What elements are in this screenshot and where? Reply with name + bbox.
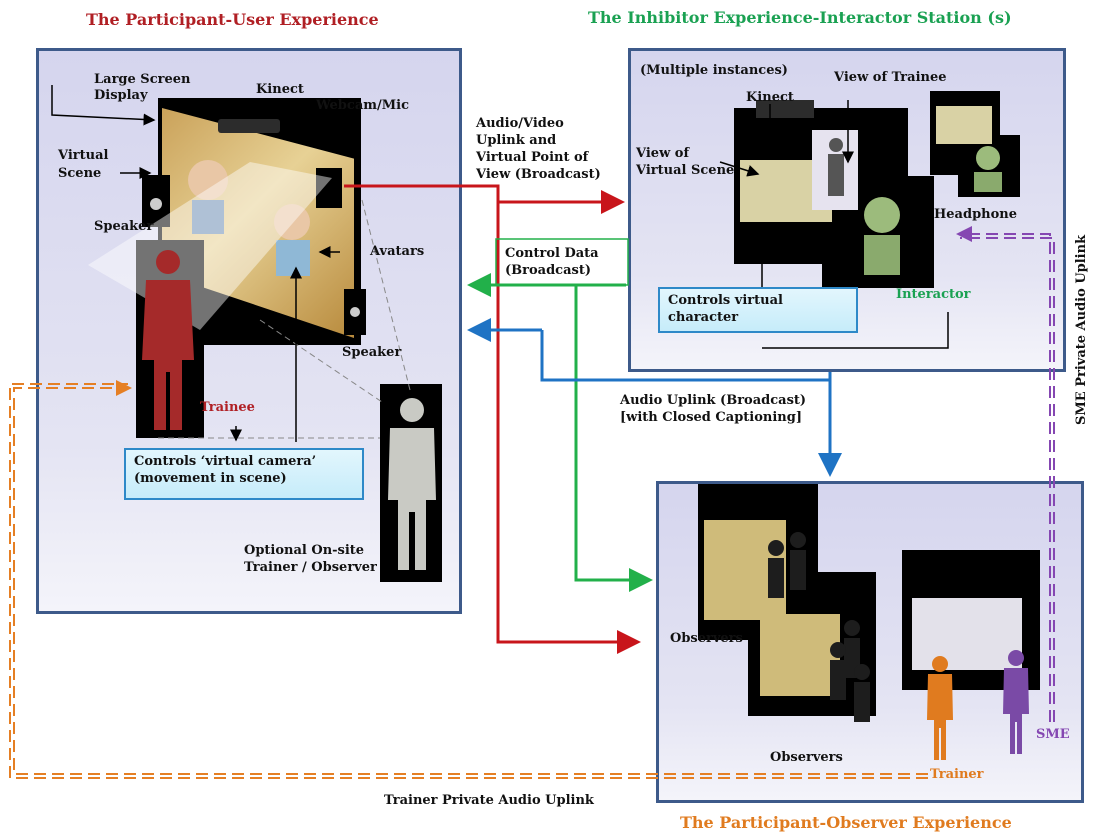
av-uplink-label-4: View (Broadcast) [476,167,601,182]
observer-silhouettes [768,532,870,722]
av-uplink-label-3: Virtual Point of [476,150,589,165]
trainer-label: Trainer [930,767,984,782]
virtual-scene-label-1: Virtual [58,148,109,163]
kinect-label: Kinect [256,82,304,97]
optional-onsite-label: Optional On-site [244,543,365,558]
interactor-label: Interactor [896,287,971,302]
controls-virtual-character-box: Controls virtual character [658,287,858,333]
trainer-private-audio-arrow [9,380,928,779]
trainee-label: Trainee [200,400,255,415]
onsite-observer-figure [388,398,436,570]
speaker-left-label: Speaker [94,219,154,234]
control-data-box [495,238,629,286]
controls-camera-line-1: Controls ‘virtual camera’ [134,454,317,469]
av-uplink-label-2: Uplink and [476,133,557,148]
observer-split-view [912,598,1022,670]
avatars-label: Avatars [370,244,425,259]
multiple-instances-label: (Multiple instances) [640,63,788,78]
sme-private-audio-label: SME Private Audio Uplink [1074,234,1089,425]
mini-monitor-screen [936,106,992,144]
view-scene-label-2: Virtual Scene [636,163,735,178]
speaker-left-cone [150,198,162,210]
sme-label: SME [1036,727,1070,742]
observer-scene-2 [760,614,840,696]
kinect-icon [218,119,280,133]
controls-virtual-camera-box: Controls ‘virtual camera’ (movement in s… [124,448,364,500]
trainee-figure [142,250,194,430]
control-data-label-2: (Broadcast) [505,263,591,278]
large-screen-label-1: Large Screen [94,72,191,87]
sme-private-audio-arrow [956,226,1055,722]
observers-label-1: Observers [670,631,743,646]
virtual-scene-label-2: Scene [58,166,102,181]
headphone-label: Headphone [934,207,1018,222]
audio-uplink-label-2: [with Closed Captioning] [620,410,802,425]
large-screen-label-2: Display [94,88,148,103]
trainer-private-audio-label: Trainer Private Audio Uplink [384,793,594,808]
observers-label-2: Observers [770,750,843,765]
av-uplink-label-1: Audio/Video [476,116,564,131]
av-uplink-arrows [344,184,641,654]
kinect-interactor-label: Kinect [746,90,794,105]
headphone-figure [974,146,1002,192]
trainer-figure [927,656,953,760]
sme-figure [1003,650,1029,754]
control-data-label-1: Control Data [505,246,599,261]
interactor-figure [864,197,900,275]
controls-character-line-1: Controls virtual [668,293,783,308]
heading-participant-observer: The Participant-Observer Experience [680,813,1012,832]
speaker-right-cone [350,307,360,317]
optional-trainer-label: Trainer / Observer [244,560,377,575]
heading-inhibitor: The Inhibitor Experience-Interactor Stat… [588,8,1012,27]
trainee-silhouette [828,138,844,196]
view-scene-label-1: View of [636,146,690,161]
speaker-right-label: Speaker [342,345,402,360]
webcam-mic-icon [316,168,342,208]
controls-camera-line-2: (movement in scene) [134,470,287,486]
heading-participant-user: The Participant-User Experience [86,10,379,29]
webcam-mic-label: Webcam/Mic [316,98,409,113]
audio-uplink-label-1: Audio Uplink (Broadcast) [620,393,807,408]
view-trainee-label: View of Trainee [834,70,947,85]
audio-uplink-arrows [467,318,842,477]
controls-character-line-2: character [668,309,739,325]
